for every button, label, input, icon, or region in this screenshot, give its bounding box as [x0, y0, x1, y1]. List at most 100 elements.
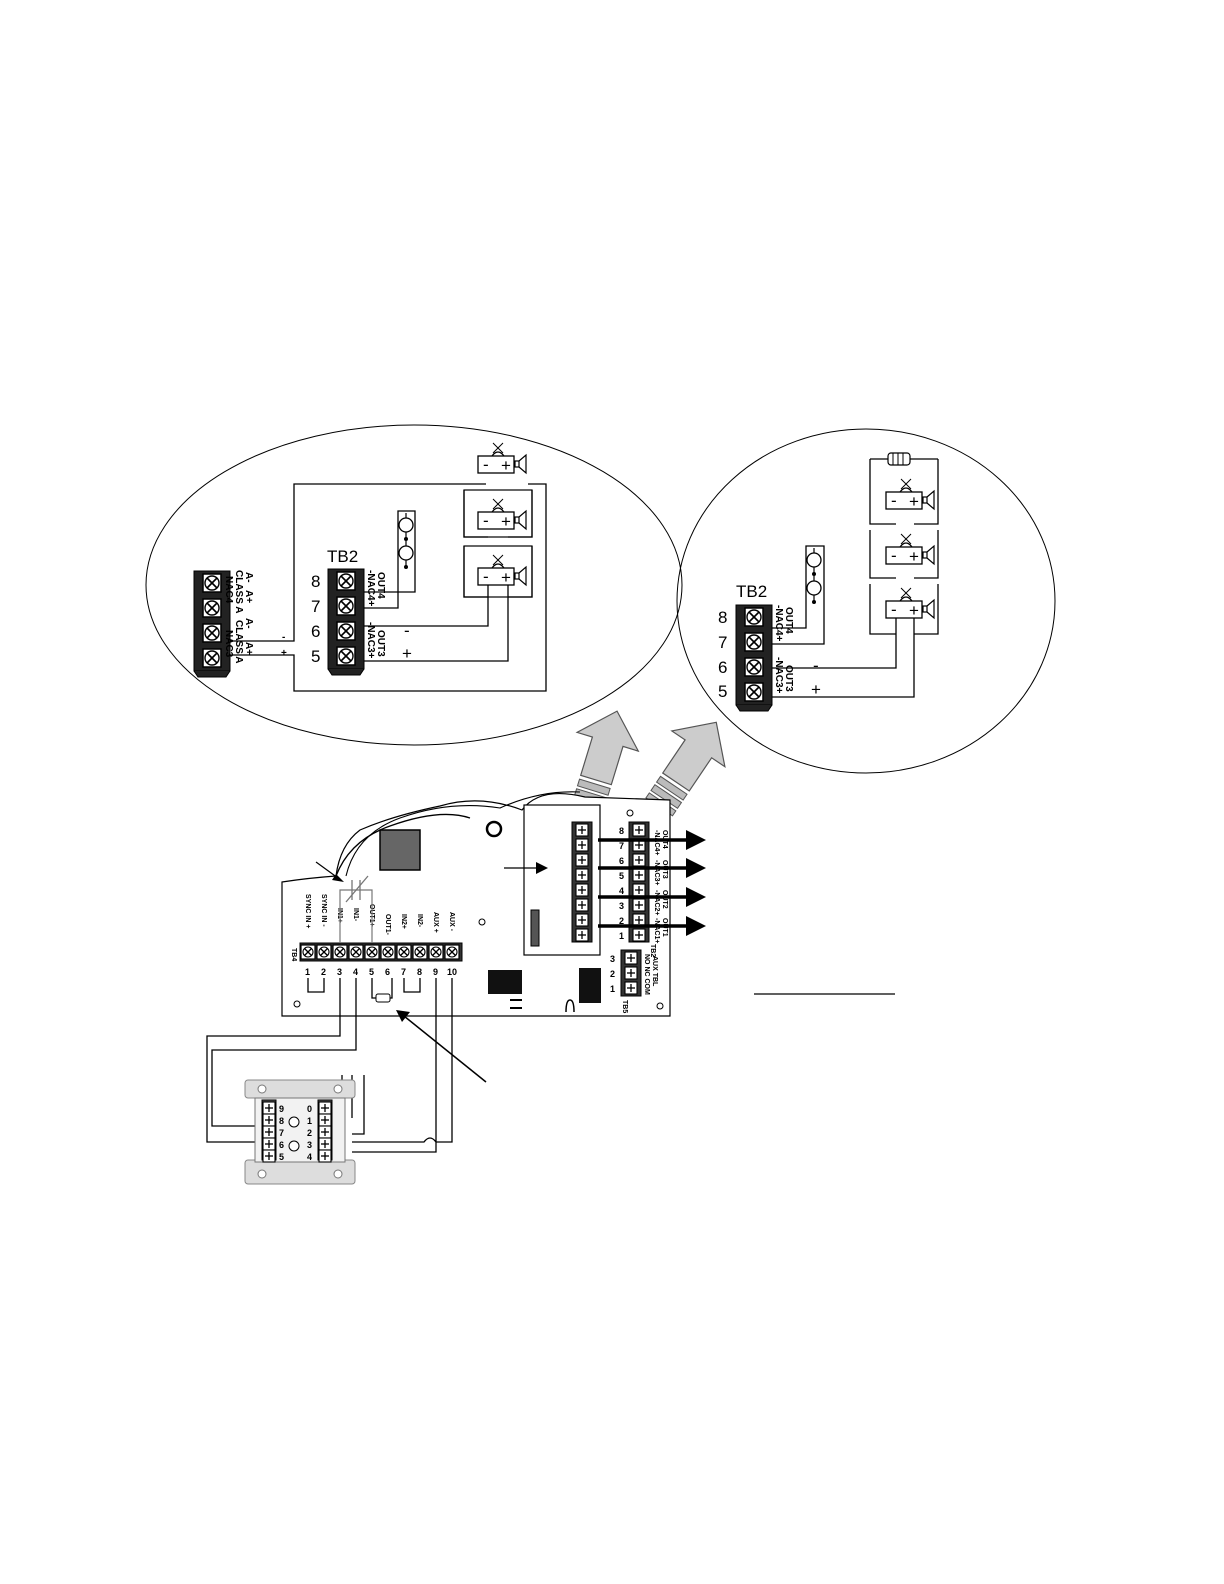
module-number-9: 9 — [279, 1104, 284, 1114]
tb5-number-3: 3 — [610, 954, 615, 964]
device-plus-sign: + — [909, 492, 919, 511]
terminal-number-6: 6 — [718, 658, 727, 677]
label-a-minus-4: A- — [243, 572, 254, 583]
tb2-name: TB2 — [649, 944, 656, 957]
left-inset-detail: NAC4 CLASS A A- A+ NAC3 CLASS A A- A+ - … — [145, 424, 683, 746]
label-nac3: -NAC3+ — [365, 622, 376, 659]
horn-strobe-device-3: - + — [885, 587, 935, 620]
right-inset-outline — [676, 428, 1056, 774]
horn-strobe-device-2: - + — [477, 498, 527, 531]
terminal-number-7: 7 — [311, 597, 320, 616]
tb2-terminal-strip — [628, 821, 650, 943]
tb2-number-3: 3 — [619, 901, 624, 911]
left-inset-outline — [145, 424, 683, 746]
tb2-number-2: 2 — [619, 916, 624, 926]
tb5-label-no-nc-com: NO NC COM — [643, 954, 650, 995]
right-inset-wiring — [772, 459, 939, 698]
module-right-numbers: 0 1 2 3 4 — [307, 1104, 312, 1162]
label-class-a-3: CLASS A — [233, 620, 244, 664]
device-minus-sign: - — [483, 455, 489, 474]
tb4-label-4: IN1- — [352, 908, 359, 922]
resistor-pointer-arrow — [396, 1010, 487, 1083]
tb4-number-4: 4 — [353, 967, 358, 977]
tb4-label-2: SYNC IN - — [320, 894, 327, 927]
wire-minus-label: - — [404, 621, 410, 640]
terminal-number-5: 5 — [718, 682, 727, 701]
side-block-labels: NAC4 CLASS A A- A+ NAC3 CLASS A A- A+ — [223, 570, 254, 664]
label-a-plus-3: A+ — [243, 642, 254, 655]
card-terminal-strip — [571, 821, 593, 943]
tb5-terminal-strip — [620, 949, 642, 997]
device-minus-sign: - — [483, 511, 489, 530]
eol-resistor-top — [806, 547, 822, 577]
tb4-label-10: AUX - — [448, 912, 455, 932]
tb2-number-6: 6 — [619, 856, 624, 866]
label-out4: OUT4 — [375, 572, 386, 599]
tb4-number-9: 9 — [433, 967, 438, 977]
terminal-number-8: 8 — [311, 572, 320, 591]
terminal-number-5: 5 — [311, 647, 320, 666]
tb2-number-8: 8 — [619, 826, 624, 836]
module-number-0: 0 — [307, 1104, 312, 1114]
tb2-labels-right: OUT4 -NAC4+ -NAC3+ OUT3 — [773, 605, 794, 694]
tb4-number-6: 6 — [385, 967, 390, 977]
tb4-label-9: AUX + — [432, 912, 439, 933]
module-number-5: 5 — [279, 1152, 284, 1162]
tb4-number-7: 7 — [401, 967, 406, 977]
label-out3: OUT3 — [375, 630, 386, 657]
tb4-number-5: 5 — [369, 967, 374, 977]
device-minus-sign: - — [891, 546, 897, 565]
tb2-number-7: 7 — [619, 841, 624, 851]
label-nac4: NAC4 — [223, 576, 234, 604]
wire-minus-label: - — [813, 656, 819, 675]
module-number-3: 3 — [307, 1140, 312, 1150]
label-nac3: NAC3 — [223, 630, 234, 658]
module-number-4: 4 — [307, 1152, 312, 1162]
label-nac4: -NAC4+ — [365, 570, 376, 607]
tb4-numbers: 1 2 3 4 5 6 7 8 9 10 — [305, 967, 457, 977]
module-number-6: 6 — [279, 1140, 284, 1150]
device-plus-sign: + — [501, 456, 511, 475]
tb4-number-10: 10 — [447, 967, 457, 977]
tb2-title-left: TB2 — [327, 547, 358, 566]
horn-strobe-device-2: - + — [885, 533, 935, 566]
tb4-number-8: 8 — [417, 967, 422, 977]
tb2-number-4: 4 — [619, 886, 624, 896]
eol-resistor-bottom — [806, 575, 822, 605]
label-class-a-4: CLASS A — [233, 570, 244, 614]
module-wiring — [206, 978, 453, 1153]
tb4-name: TB4 — [290, 948, 297, 961]
tb4-label-6: OUT1- — [384, 914, 391, 936]
tb2-terminal-block-right — [735, 604, 773, 712]
eol-resistor-top — [398, 512, 414, 542]
device-plus-sign: + — [909, 601, 919, 620]
label-out3: OUT3 — [783, 665, 794, 692]
device-minus-sign: - — [483, 567, 489, 586]
tb5-name: TB5 — [621, 1000, 628, 1013]
tb2-number-5: 5 — [619, 871, 624, 881]
tb2-terminal-block-left — [327, 568, 365, 676]
nac-class-a-terminal-block — [193, 570, 231, 678]
label-a-minus-3: A- — [243, 618, 254, 629]
output-arrows — [598, 830, 706, 936]
tb4-number-3: 3 — [337, 967, 342, 977]
tb4-label-1: SYNC IN + — [304, 894, 311, 928]
tb2-label-nac2: -NAC2+ — [653, 890, 660, 915]
eol-resistor-bottom — [398, 540, 414, 570]
module-left-numbers: 9 8 7 6 5 — [279, 1104, 284, 1162]
device-minus-sign: - — [891, 491, 897, 510]
tb2-title-right: TB2 — [736, 582, 767, 601]
tb5-number-1: 1 — [610, 984, 615, 994]
device-minus-sign: - — [891, 600, 897, 619]
tb5-number-2: 2 — [610, 969, 615, 979]
horn-strobe-device-1: - + — [477, 442, 527, 475]
module-number-7: 7 — [279, 1128, 284, 1138]
main-circuit-board: TB4 SYNC IN + SYNC IN - IN1+ IN1- OUT1+ … — [281, 791, 706, 1017]
label-a-plus-4: A+ — [243, 590, 254, 603]
tb5-label-aux-tbl: AUX TBL — [651, 956, 658, 987]
tb2-label-nac1: -NAC1+ — [653, 918, 660, 943]
horn-strobe-device-1: - + — [885, 478, 935, 511]
tb2-numbers: 8 7 6 5 4 3 2 1 — [619, 826, 624, 941]
